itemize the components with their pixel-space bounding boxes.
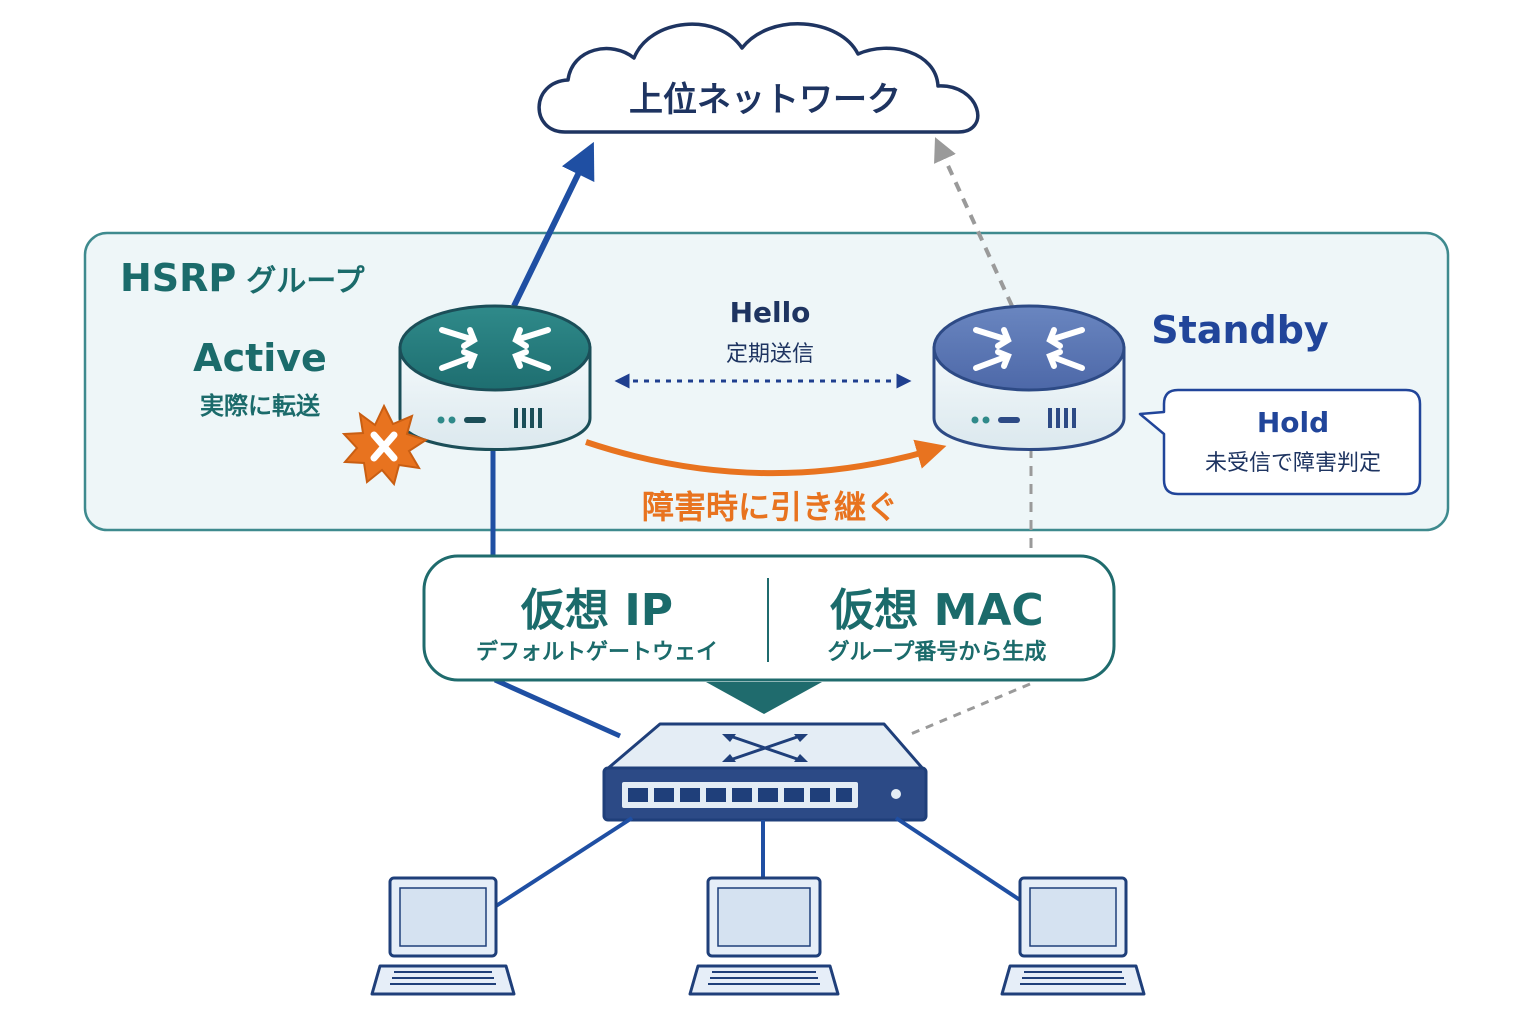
client-link [494, 816, 634, 908]
hold-description: 未受信で障害判定 [1204, 451, 1381, 476]
standby-router-role: Standby [1151, 308, 1329, 352]
active-router-description: 実際に転送 [200, 392, 320, 420]
laptop-icon [1000, 876, 1146, 996]
active-router-role: Active [193, 336, 327, 380]
failover-label: 障害時に引き継ぐ [641, 488, 898, 526]
cloud-icon [537, 22, 980, 134]
virtual-ip-description: デフォルトゲートウェイ [475, 640, 718, 665]
standby-uplink [934, 137, 1014, 307]
hsrp-group-title: HSRP グループ [120, 256, 365, 300]
failure-burst-icon [341, 403, 429, 487]
hold-title: Hold [1256, 406, 1330, 439]
router-icon [398, 304, 592, 451]
active-uplink [511, 141, 595, 308]
switch-icon [602, 722, 928, 822]
hold-callout [1138, 388, 1422, 496]
hello-description: 定期送信 [725, 342, 814, 367]
failover-arrow [585, 439, 947, 477]
active-switch-link [493, 677, 622, 739]
virtual-ip-title: 仮想 IP [521, 585, 673, 636]
laptop-icon [688, 876, 840, 996]
virtual-mac-description: グループ番号から生成 [827, 640, 1047, 665]
virtual-mac-title: 仮想 MAC [830, 585, 1044, 636]
cloud-label: 上位ネットワーク [629, 80, 901, 120]
client-link [894, 816, 1022, 902]
hsrp-group-title-main: HSRP [120, 256, 237, 300]
hsrp-group-title-suffix: グループ [246, 264, 365, 299]
router-icon [932, 304, 1126, 451]
gateway-pointer [706, 682, 822, 714]
laptop-icon [370, 876, 516, 996]
standby-switch-link [905, 682, 1031, 738]
hello-title: Hello [729, 296, 811, 329]
